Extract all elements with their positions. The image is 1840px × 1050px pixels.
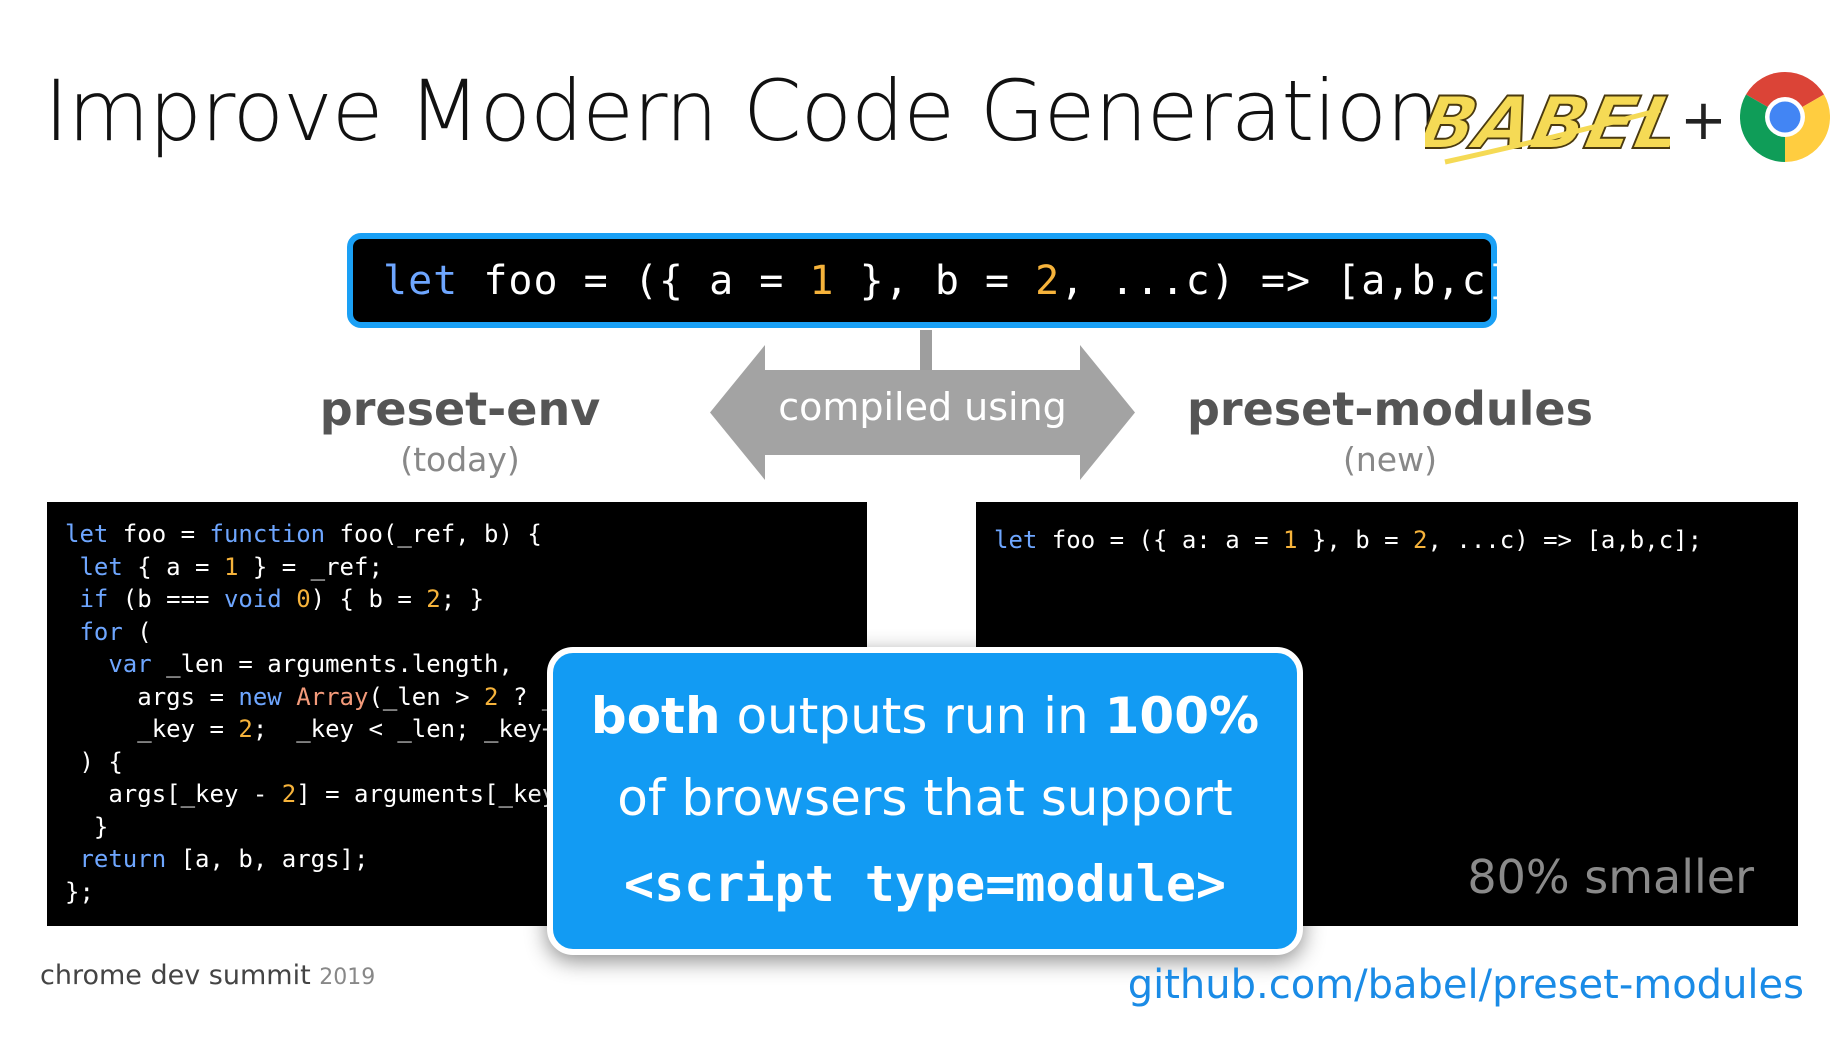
code-token: for	[65, 617, 123, 646]
code-line: if (b === void 0) { b = 2; }	[65, 583, 867, 616]
double-arrow-icon	[710, 345, 1135, 480]
code-line: ) {	[65, 746, 867, 779]
code-line: let foo = function foo(_ref, b) {	[65, 518, 867, 551]
size-reduction-label: 80% smaller	[1467, 850, 1754, 904]
code-token: 1	[1283, 526, 1298, 554]
babel-logo: BABEL	[1425, 81, 1670, 167]
code-token: (	[122, 617, 152, 646]
code-token: void	[223, 585, 282, 613]
code-token: if	[65, 585, 109, 613]
event-year: 2019	[319, 965, 376, 990]
browser-support-callout: both outputs run in 100% of browsers tha…	[547, 647, 1303, 955]
code-token: ] = arguments[_key	[296, 780, 557, 808]
preset-env-code: let foo = function foo(_ref, b) { let { …	[65, 518, 867, 908]
code-line: let { a = 1 } = _ref;	[65, 551, 867, 584]
code-token: return	[65, 845, 167, 873]
code-token: 0	[296, 585, 311, 613]
preset-env-subtitle: (today)	[400, 440, 520, 479]
code-token: ) {	[65, 747, 123, 776]
code-token: let	[65, 552, 123, 581]
source-code-box: let foo = ({ a = 1 }, b = 2, ...c) => [a…	[347, 233, 1536, 328]
preset-modules-heading: preset-modules	[1186, 382, 1594, 436]
code-token: foo = ({ a: a =	[1037, 526, 1283, 554]
code-token: 2	[484, 682, 499, 711]
code-token: var	[65, 650, 152, 678]
code-token: Array	[296, 682, 369, 711]
code-token: { a =	[122, 552, 224, 581]
code-line: var _len = arguments.length,	[65, 648, 867, 681]
code-token: 2	[1035, 257, 1061, 304]
logo-group: BABEL +	[1425, 70, 1830, 180]
chrome-icon	[1740, 72, 1830, 162]
code-token: [a, b, args];	[166, 845, 369, 873]
code-token: let	[994, 526, 1038, 554]
preset-modules-subtitle: (new)	[1343, 440, 1437, 479]
code-token: ; _key < _len; _key+	[252, 715, 557, 743]
code-line: args[_key - 2] = arguments[_key	[65, 778, 867, 811]
callout-line-1: both outputs run in 100%	[553, 691, 1297, 741]
code-token	[282, 683, 296, 711]
code-token: 2	[1413, 526, 1428, 554]
code-token: , ...c) => [a,b,c];	[1427, 526, 1703, 554]
code-token: ) { b =	[310, 585, 427, 613]
callout-line-3: <script type=module>	[623, 855, 1227, 913]
plus-sign: +	[1680, 88, 1727, 153]
code-token: 1	[809, 257, 835, 304]
code-token: new	[238, 682, 282, 711]
code-token: function	[209, 520, 326, 548]
code-token: }	[65, 812, 109, 841]
code-token: (b ===	[108, 585, 224, 613]
code-token: 1	[223, 552, 239, 581]
code-token: 2	[426, 585, 441, 613]
code-line: }	[65, 811, 867, 844]
code-line: for (	[65, 616, 867, 649]
code-token: _len = arguments.length,	[151, 650, 513, 678]
code-token: }, b =	[1297, 526, 1414, 554]
code-token: ; }	[440, 585, 485, 613]
code-token: let	[65, 520, 109, 548]
code-token: , ...c) => [a,b,c];	[1060, 257, 1537, 304]
code-token: };	[65, 877, 94, 906]
code-token: let	[383, 257, 459, 304]
code-line: return [a, b, args];	[65, 843, 867, 876]
code-token: }, b =	[834, 257, 1036, 304]
callout-text-part: both	[590, 687, 721, 745]
slide-title: Improve Modern Code Generation	[44, 62, 1439, 160]
code-token: 2	[281, 780, 297, 808]
code-token: args[_key -	[65, 780, 282, 808]
code-token: _key =	[65, 715, 239, 743]
connector-line	[920, 330, 932, 374]
code-token: foo(_ref, b) {	[325, 520, 542, 548]
preset-env-heading: preset-env	[319, 382, 601, 436]
svg-text:BABEL: BABEL	[1425, 82, 1670, 166]
code-token	[282, 585, 296, 613]
code-line: };	[65, 876, 867, 909]
event-branding: chrome dev summit 2019	[40, 960, 375, 991]
code-token: args =	[65, 682, 239, 711]
callout-text-part: outputs run in	[720, 687, 1105, 745]
event-name: chrome dev summit	[40, 960, 311, 991]
code-line: let foo = ({ a: a = 1 }, b = 2, ...c) =>…	[994, 524, 1798, 556]
compiled-using-label: compiled using	[778, 385, 1067, 429]
code-token: 2	[238, 715, 253, 743]
code-token: foo =	[108, 520, 210, 548]
code-token: } = _ref;	[238, 552, 383, 581]
preset-modules-code: let foo = ({ a: a = 1 }, b = 2, ...c) =>…	[994, 524, 1798, 556]
callout-line-2: of browsers that support	[617, 769, 1233, 827]
code-token: (_len >	[368, 682, 485, 711]
callout-text-part: 100%	[1104, 687, 1260, 745]
repo-link[interactable]: github.com/babel/preset-modules	[1127, 962, 1804, 1008]
source-code: let foo = ({ a = 1 }, b = 2, ...c) => [a…	[383, 258, 1537, 304]
code-token: foo = ({ a =	[458, 257, 810, 304]
code-line: _key = 2; _key < _len; _key+	[65, 713, 867, 746]
